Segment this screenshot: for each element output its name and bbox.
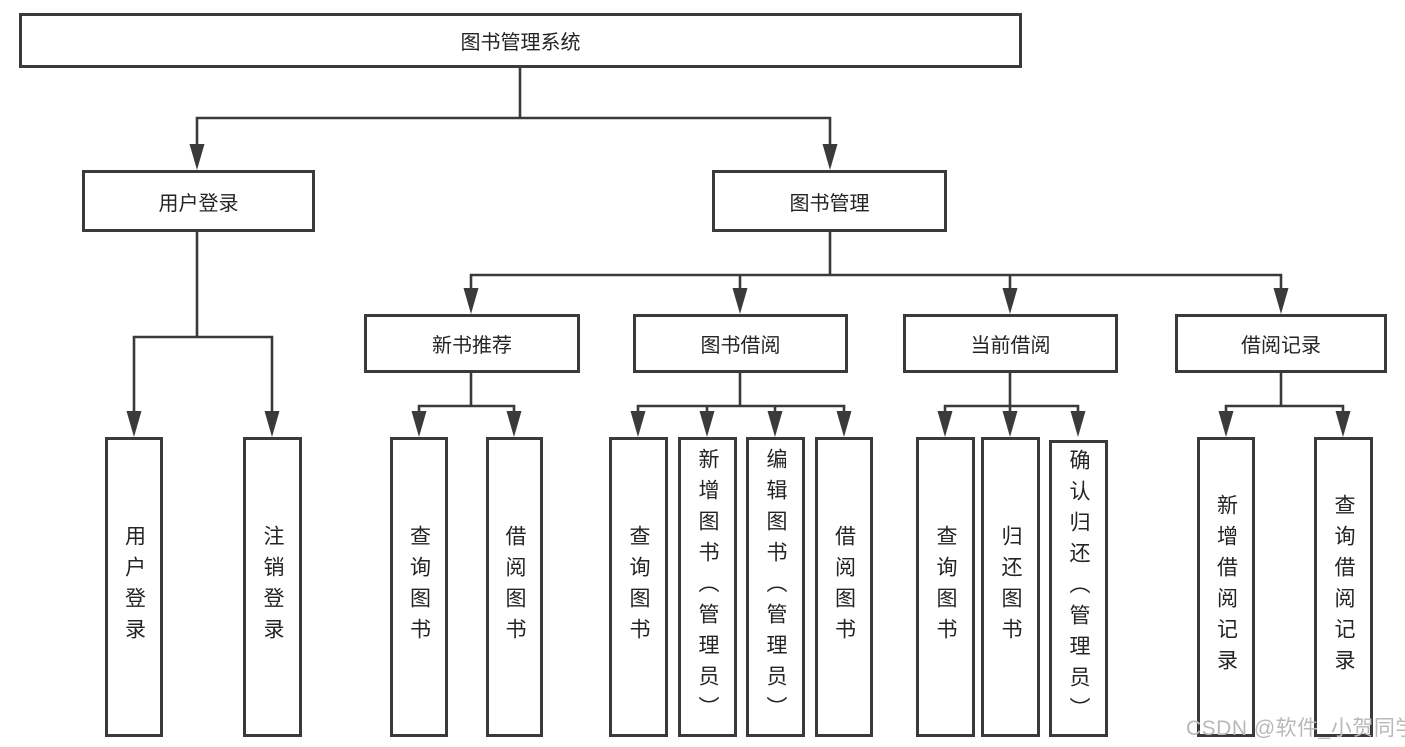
- leaf-logout: 注销登录: [243, 437, 302, 737]
- node-label: 借阅记录: [1241, 335, 1321, 357]
- leaf-user-login: 用户登录: [105, 437, 163, 737]
- leaf-borrow-edit-books-admin: 编辑图书（管理员）: [746, 437, 805, 737]
- node-label: 新书推荐: [432, 335, 512, 357]
- leaf-records-add-record: 新增借阅记录: [1197, 437, 1255, 737]
- node-current-borrowing: 当前借阅: [903, 314, 1118, 373]
- node-book-borrowing: 图书借阅: [633, 314, 848, 373]
- node-new-book-recommendation: 新书推荐: [364, 314, 580, 373]
- node-label: 借阅图书: [503, 525, 526, 649]
- node-user-login: 用户登录: [82, 170, 315, 232]
- connector-currentborrow-to-leaves: [937, 370, 1086, 437]
- connector-bookborrow-to-leaves: [630, 370, 852, 437]
- node-label: 用户登录: [158, 192, 239, 215]
- leaf-current-confirm-return-admin: 确认归还（管理员）: [1049, 440, 1108, 737]
- node-label: 查询图书: [934, 525, 957, 649]
- node-label: 编辑图书（管理员）: [764, 447, 787, 727]
- leaf-newrec-query-books: 查询图书: [390, 437, 448, 737]
- leaf-current-return-books: 归还图书: [981, 437, 1040, 737]
- leaf-current-query-books: 查询图书: [916, 437, 975, 737]
- connector-root-to-level2: [189, 66, 838, 170]
- node-label: 查询图书: [627, 525, 650, 649]
- connector-records-to-leaves: [1218, 370, 1351, 437]
- node-label: 查询借阅记录: [1332, 494, 1355, 680]
- node-label: 查询图书: [407, 525, 431, 649]
- connector-newrec-to-leaves: [411, 370, 522, 437]
- leaf-borrow-query-books: 查询图书: [609, 437, 668, 737]
- node-book-management: 图书管理: [712, 170, 947, 232]
- node-label: 用户登录: [122, 525, 146, 649]
- node-label: 确认归还（管理员）: [1067, 449, 1090, 728]
- watermark: CSDN @软件_小贺同学: [1186, 717, 1405, 740]
- connector-bookmgmt-to-level3: [463, 230, 1289, 314]
- node-label: 新增借阅记录: [1214, 494, 1238, 680]
- node-label: 图书借阅: [700, 335, 781, 357]
- node-library-system: 图书管理系统: [19, 13, 1022, 68]
- node-label: 图书管理系统: [460, 32, 581, 54]
- leaf-records-query-record: 查询借阅记录: [1314, 437, 1373, 737]
- connector-userlogin-to-leaves: [126, 230, 280, 437]
- node-label: 注销登录: [261, 525, 284, 649]
- node-label: 当前借阅: [970, 335, 1051, 357]
- node-borrowing-records: 借阅记录: [1175, 314, 1387, 373]
- node-label: 新增图书（管理员）: [696, 447, 719, 727]
- leaf-borrow-borrow-books: 借阅图书: [815, 437, 873, 737]
- node-label: 归还图书: [999, 525, 1022, 649]
- leaf-newrec-borrow-books: 借阅图书: [486, 437, 543, 737]
- node-label: 借阅图书: [832, 525, 856, 649]
- node-label: 图书管理: [789, 192, 870, 215]
- leaf-borrow-add-books-admin: 新增图书（管理员）: [678, 437, 737, 737]
